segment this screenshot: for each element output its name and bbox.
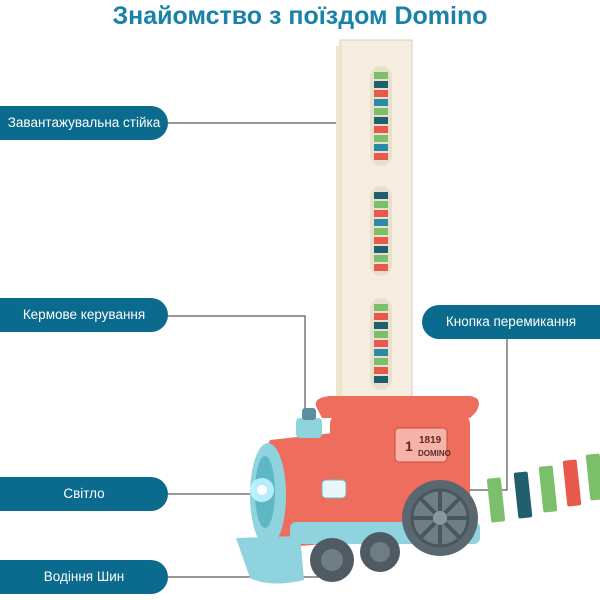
callout-tire-drive: Водіння Шин <box>0 560 168 594</box>
loading-rack <box>336 39 413 416</box>
badge-name: DOMINO <box>418 449 451 458</box>
badge-year: 1819 <box>419 435 442 446</box>
callout-light: Світло <box>0 477 168 511</box>
leader-line-steering <box>168 315 306 410</box>
callout-loading-rack: Завантажувальна стійка <box>0 106 168 140</box>
page-title: Знайомство з поїздом Domino <box>112 2 488 30</box>
train-badge: 1 1819 DOMINO <box>405 435 451 458</box>
domino-tiles <box>486 453 600 523</box>
callout-steering: Кермове керування <box>0 298 168 332</box>
callout-toggle-button: Кнопка перемикання <box>422 305 600 339</box>
train-body <box>236 396 480 584</box>
badge-number: 1 <box>405 438 413 454</box>
